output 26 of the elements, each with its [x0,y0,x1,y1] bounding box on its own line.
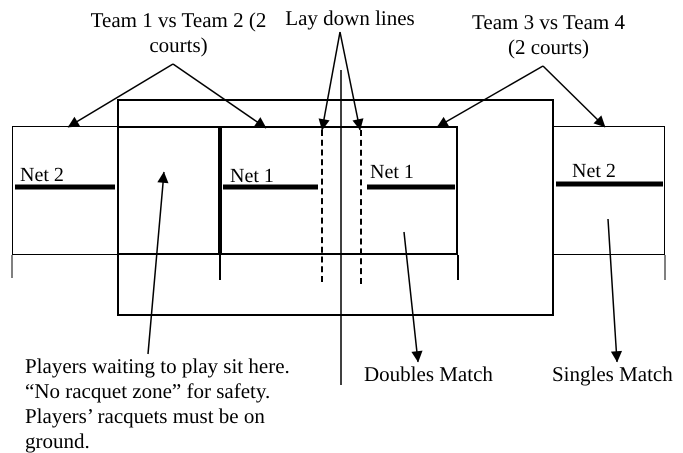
arrow [172,63,266,129]
arrow [436,65,544,128]
arrow [147,172,168,354]
note-text: Lay down lines [278,6,422,32]
arrow [403,232,423,362]
arrow [607,218,622,362]
lay-down-line [321,130,323,282]
singles-court [553,126,665,255]
note-text: Team 3 vs Team 4 (2 courts) [461,10,636,66]
singles-court [12,126,118,255]
note-text: Doubles Match [364,362,514,387]
net-label: Net 2 [572,161,616,181]
note-text: Team 1 vs Team 2 (2 courts) [86,8,271,64]
waiting-zone [118,126,220,255]
doubles-court [220,126,341,255]
note-text: Players waiting to play sit here. “No racquet zone” for safety. Players’ racquets must be on ground. [25,354,315,452]
net-label: Net 2 [20,165,64,185]
arrow [542,65,606,128]
arrow [339,32,364,130]
net-label: Net 1 [370,162,414,182]
lay-down-line [360,130,362,284]
arrow [318,32,341,130]
doubles-court [341,126,458,255]
net-label: Net 1 [230,166,274,186]
arrow [68,63,174,128]
note-text: Singles Match [552,362,683,387]
